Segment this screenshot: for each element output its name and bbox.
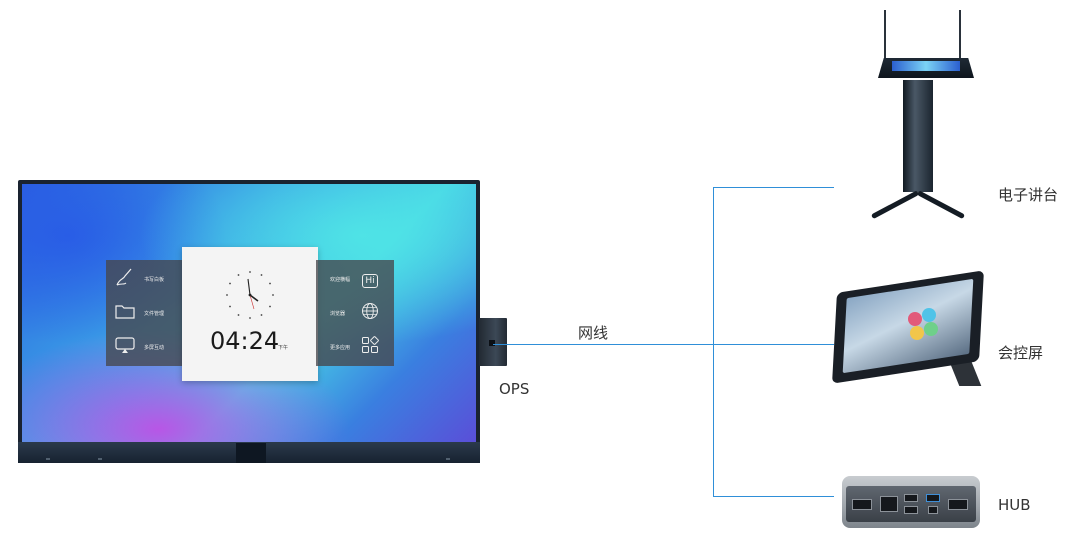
petal xyxy=(908,312,922,326)
hi-banner-icon: Hi xyxy=(360,271,380,288)
globe-icon xyxy=(360,302,380,324)
microphone-right xyxy=(959,10,961,62)
menu-label: 多屏互动 xyxy=(144,344,165,351)
podium-leg xyxy=(870,190,920,220)
usb-port xyxy=(904,494,918,502)
ops-ethernet-port xyxy=(489,340,495,346)
pen-icon xyxy=(114,266,136,292)
apps-grid-icon xyxy=(360,336,380,358)
menu-label: 文件管理 xyxy=(144,310,165,317)
hdmi-port xyxy=(948,499,968,510)
podium-leg xyxy=(916,190,966,220)
hdmi-port xyxy=(852,499,872,510)
podium-label: 电子讲台 xyxy=(998,186,1059,204)
petal xyxy=(924,322,938,336)
right-menu-panel: 欢迎横幅 Hi 浏览器 更多应用 xyxy=(316,260,394,366)
indicator-light xyxy=(98,458,102,460)
menu-item-whiteboard[interactable]: 书写白板 xyxy=(106,262,184,296)
usb3-port xyxy=(926,494,940,502)
cable-label: 网线 xyxy=(578,324,609,342)
menu-label: 更多应用 xyxy=(330,344,351,351)
hub-label: HUB xyxy=(998,496,1031,514)
cable-line-main xyxy=(493,344,834,345)
indicator-light xyxy=(46,458,50,460)
menu-label: 欢迎横幅 xyxy=(330,276,351,283)
menu-item-more-apps[interactable]: 更多应用 xyxy=(316,330,394,364)
usb-c-port xyxy=(928,506,938,514)
screen-share-icon xyxy=(114,336,136,358)
cable-line-hub xyxy=(713,496,834,497)
menu-item-welcome[interactable]: 欢迎横幅 Hi xyxy=(316,262,394,296)
clock-period: 下午 xyxy=(278,345,289,351)
cable-line-trunk xyxy=(713,187,714,497)
petal xyxy=(922,308,936,322)
display-screen: 书写白板 文件管理 多屏互动 04: xyxy=(22,184,476,442)
usb-port xyxy=(904,506,918,514)
menu-label: 书写白板 xyxy=(144,276,165,283)
menu-item-browser[interactable]: 浏览器 xyxy=(316,296,394,330)
podium-screen xyxy=(892,61,960,71)
petal xyxy=(910,326,924,340)
menu-item-files[interactable]: 文件管理 xyxy=(106,296,184,330)
clock-widget[interactable]: 04:24 下午 xyxy=(182,247,318,381)
left-menu-panel: 书写白板 文件管理 多屏互动 xyxy=(106,260,184,366)
podium-column xyxy=(903,80,933,192)
control-panel-label: 会控屏 xyxy=(998,344,1044,362)
analog-clock-icon xyxy=(226,271,274,319)
ops-label: OPS xyxy=(499,380,530,398)
cable-line-podium xyxy=(713,187,834,188)
display-base xyxy=(236,443,266,463)
menu-label: 浏览器 xyxy=(330,310,346,317)
menu-item-multiscreen[interactable]: 多屏互动 xyxy=(106,330,184,364)
microphone-left xyxy=(884,10,886,62)
clock-time: 04:24 xyxy=(210,327,280,355)
ethernet-port xyxy=(880,496,898,512)
folder-icon xyxy=(114,302,136,324)
indicator-light xyxy=(446,458,450,460)
